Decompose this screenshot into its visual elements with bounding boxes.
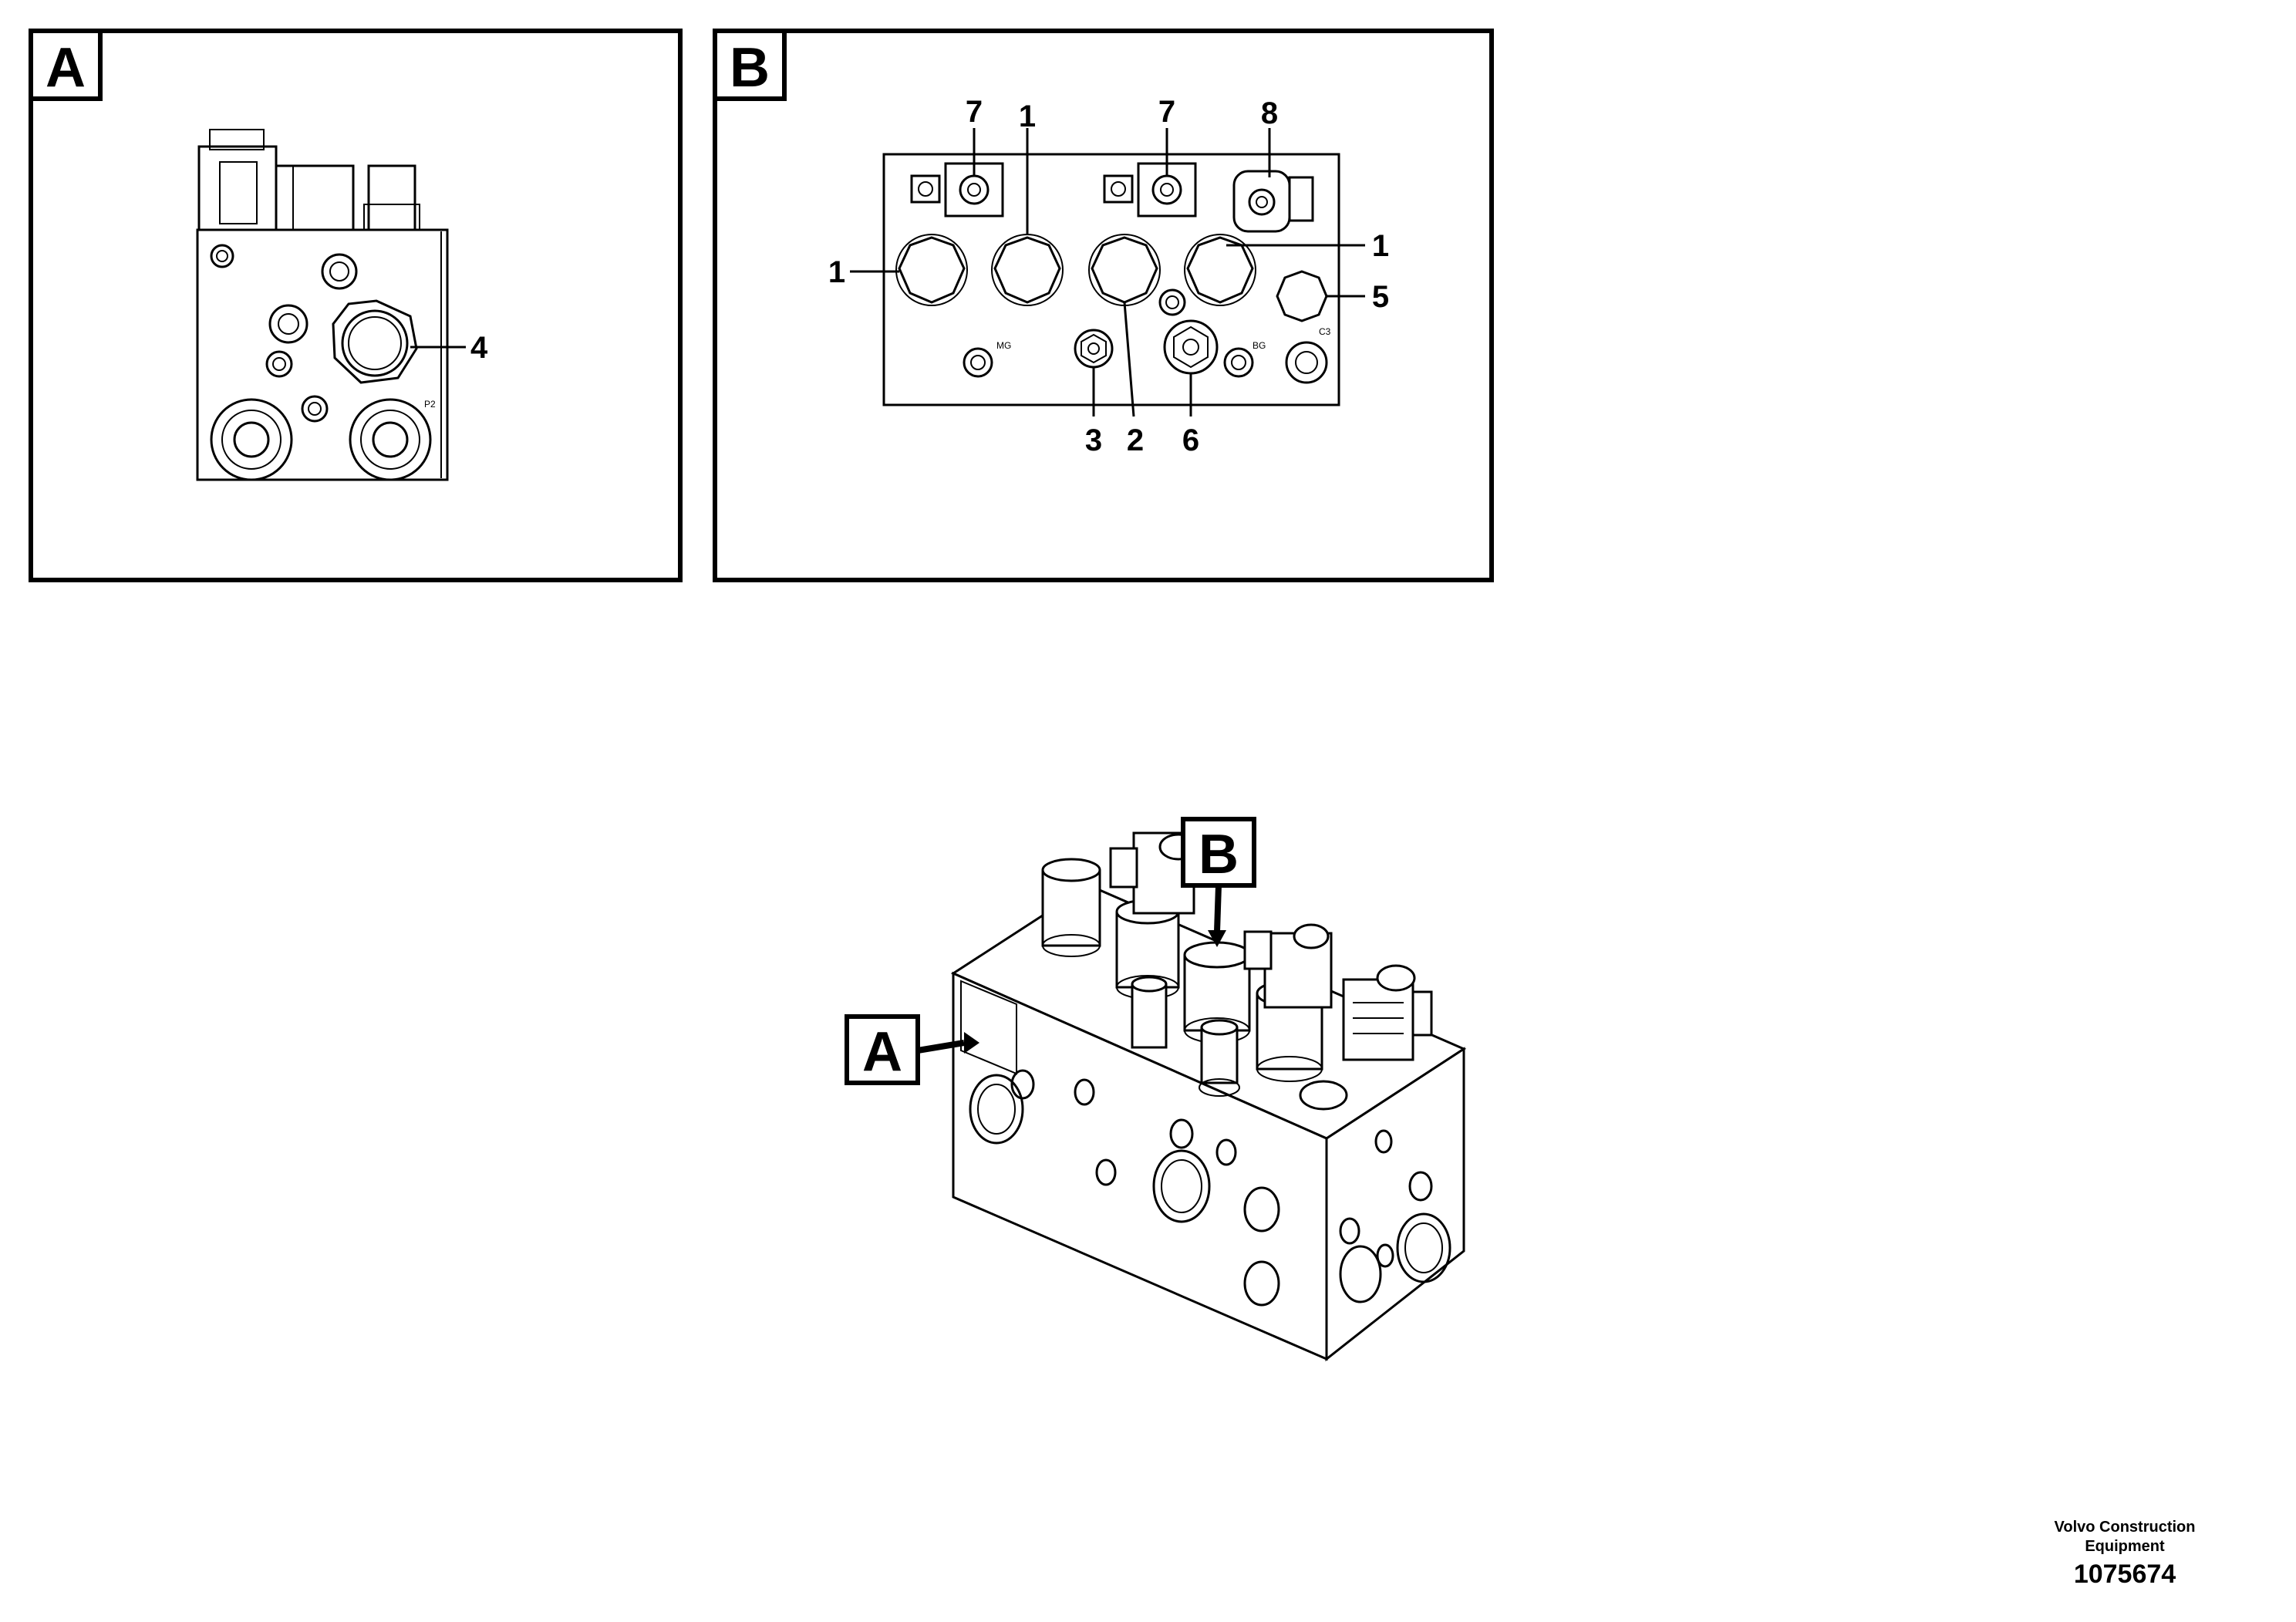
panel-a-letter: A bbox=[46, 37, 86, 99]
callout-1-top: 1 bbox=[1019, 99, 1036, 133]
pointer-a-letter: A bbox=[862, 1021, 902, 1083]
part-number: 1075674 bbox=[2073, 1560, 2176, 1589]
callout-3: 3 bbox=[1085, 423, 1102, 457]
port-label-p2: P2 bbox=[424, 399, 436, 410]
callout-1-right: 1 bbox=[1372, 229, 1389, 263]
port-label-bg: BG bbox=[1253, 340, 1266, 351]
valve-block-top-view: MG BG C3 bbox=[882, 153, 1340, 406]
callout-2: 2 bbox=[1127, 423, 1144, 457]
detail-panel-b: B bbox=[713, 29, 1494, 582]
valve-block-isometric bbox=[950, 831, 1467, 1362]
callout-1-left: 1 bbox=[828, 255, 845, 289]
port-label-mg: MG bbox=[996, 340, 1011, 351]
callout-6: 6 bbox=[1182, 423, 1199, 457]
callout-4: 4 bbox=[470, 331, 488, 365]
panel-b-letter: B bbox=[730, 37, 770, 99]
pointer-b-letter: B bbox=[1199, 824, 1239, 885]
pointer-b: B bbox=[1181, 817, 1256, 947]
callout-5: 5 bbox=[1372, 280, 1389, 314]
callout-7-right: 7 bbox=[1158, 95, 1175, 129]
port-label-c3: C3 bbox=[1319, 326, 1331, 337]
pointer-a: A bbox=[845, 1014, 979, 1085]
callout-8: 8 bbox=[1261, 96, 1278, 130]
company-name: Volvo Construction Equipment bbox=[2054, 1519, 2196, 1555]
detail-panel-a: A P2 4 bbox=[29, 29, 683, 582]
callout-7-left: 7 bbox=[966, 95, 983, 129]
publisher-credit: Volvo Construction Equipment 1075674 bbox=[2025, 1518, 2225, 1590]
valve-block-side-view: P2 bbox=[196, 129, 449, 481]
